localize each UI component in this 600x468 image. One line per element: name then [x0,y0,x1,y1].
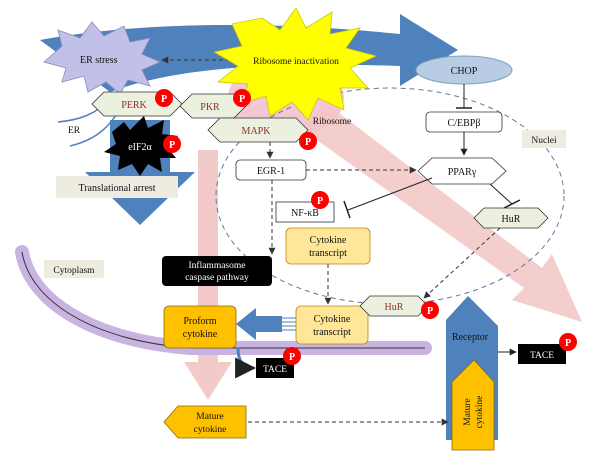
phospho-tace-membrane-label: P [289,352,295,363]
phospho-hur-cyto-label: P [427,306,433,317]
er-stress-cloud [43,21,161,95]
ribosome-inactivation-star [212,7,378,121]
cytokine-transcript-nuclear-label-2: transcript [309,248,347,259]
ppar-hur-inhibition-bar [503,199,521,209]
cytoplasm-label-box [44,260,104,278]
tace-right-label: TACE [530,351,554,361]
arrow-transcript-to-proform [236,308,282,340]
nuclei-label-box [522,130,566,148]
inflammasome-label-2: caspase pathway [185,273,249,283]
phospho-mapk-label: P [305,137,311,148]
cytoplasm-label: Cytoplasm [53,266,95,276]
cytokine-transcript-cyto [295,305,369,345]
phospho-tace-right-label: P [565,338,571,349]
arrow-hur-export [423,227,501,299]
nuclei-label: Nuclei [531,136,557,146]
hur-nuclear-node [473,207,549,229]
perk-label: PERK [121,100,147,111]
arrow-tace-membrane [235,347,257,379]
ppar-node [417,157,507,185]
receptor-label: Receptor [452,332,489,343]
ppar-to-nfkb-line [347,177,433,211]
er-label: ER [68,126,81,136]
hur-nuclear-label: HuR [502,214,521,225]
eif2a-label: eIF2α [128,142,152,153]
tace-membrane-label: TACE [263,365,287,375]
chop-label: CHOP [451,66,478,77]
phospho-nfkb: P [311,191,329,209]
proform-label-2: cytokine [183,329,218,340]
pink-arrow-diagonal [300,106,582,322]
nfkb-label: NF-κB [291,208,319,219]
phospho-eif2a: P [163,135,181,153]
mature-cytokine-label-1: Mature [196,412,223,422]
nucleus-outline [215,87,565,305]
ppar-to-hur-line [489,183,513,205]
translational-arrest-box [56,176,178,198]
tace-right-node [518,344,566,364]
cytokine-transcript-nuclear-label-1: Cytokine [310,235,347,246]
phospho-perk-label: P [161,94,167,105]
cytokine-transcript-cyto-label-1: Cytokine [314,314,351,325]
phospho-hur-cyto: P [421,301,439,319]
translational-arrest-label: Translational arrest [78,183,155,194]
phospho-mapk: P [299,132,317,150]
phospho-pkr-label: P [239,94,245,105]
phospho-eif2a-label: P [169,140,175,151]
inflammasome-label-1: Inflammasome [189,260,246,271]
proform-label-1: Proform [183,316,217,327]
cebpb-label: C/EBPβ [448,118,481,129]
phospho-tace-right: P [559,333,577,351]
phospho-perk: P [155,89,173,107]
mapk-label: MAPK [242,126,272,137]
proform-cytokine-node [163,305,237,349]
ppar-nfkb-inhibition-bar [343,200,351,219]
mapk-node [207,117,309,143]
mature-cytokine-vertical-label-2: cytokine [475,396,485,429]
cytokine-transcript-cyto-label-2: transcript [313,327,351,338]
inflammasome-node [162,256,272,286]
ribosome-inactivation-label-1: Ribosome inactivation [253,57,339,67]
transcript-tail-icon [282,317,296,331]
mature-cytokine-label-2: cytokine [194,425,227,435]
egr1-label: EGR-1 [257,166,285,177]
mature-cytokine-vertical-label-1: Mature [463,398,473,425]
mature-cytokine-vertical [451,359,495,451]
hur-cyto-label: HuR [385,302,404,313]
er-stress-label: ER stress [80,55,118,66]
phospho-nfkb-label: P [317,196,323,207]
tace-membrane-node [256,358,294,378]
phospho-tace-membrane: P [283,347,301,365]
ribosome-label: Ribosome [313,117,352,127]
pkr-label: PKR [200,102,220,113]
mature-cytokine-node [163,405,247,439]
phospho-pkr: P [233,89,251,107]
eif2a-node [104,116,178,176]
hur-cyto-node [359,295,429,317]
ppar-label: PPARγ [448,167,477,178]
